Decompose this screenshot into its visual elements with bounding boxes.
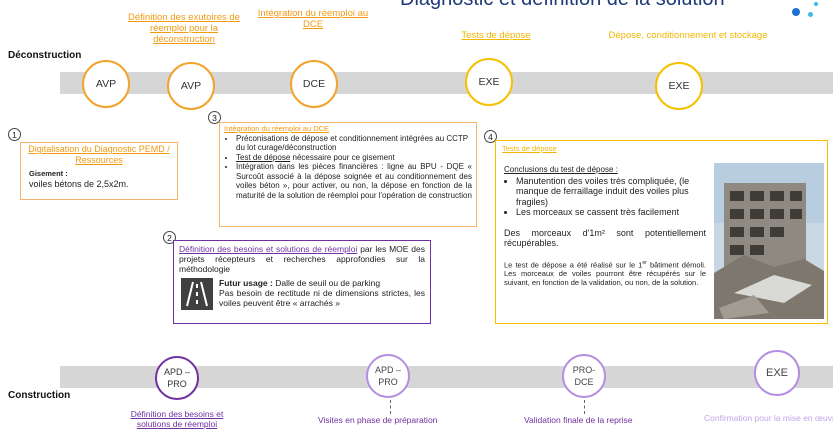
milestone-dce[interactable]: DCE	[290, 60, 338, 108]
callout-4-text: Conclusions du test de dépose : Manutent…	[504, 165, 706, 287]
callout-4-list: Manutention des voiles très compliquée, …	[504, 176, 706, 218]
callout-1-gisement-value: voiles bétons de 2,5x2m.	[29, 179, 129, 189]
milestone-label: DCE	[302, 78, 326, 90]
callout-number-1: 1	[8, 128, 21, 141]
callout-number-3: 3	[208, 111, 221, 124]
milestone-label: APD – PRO	[374, 365, 401, 387]
caption-besoins: Définition des besoins et solutions de r…	[130, 409, 224, 429]
callout-4-recuperable: Des morceaux d'1m² sont potentiellement …	[504, 227, 706, 249]
connector-line	[584, 400, 585, 414]
page-title: Diagnostic et définition de la solution	[400, 0, 725, 11]
milestone-exe-2[interactable]: EXE	[655, 62, 703, 110]
callout-2: Définition des besoins et solutions de r…	[173, 240, 431, 324]
milestone-label: AVP	[95, 78, 117, 90]
milestone-label: EXE	[765, 367, 788, 379]
row-label-deconstruction: Déconstruction	[8, 50, 82, 61]
milestone-label: APD – PRO	[163, 367, 190, 389]
timeline-band-bottom	[60, 366, 833, 388]
milestone-avp-1[interactable]: AVP	[82, 60, 130, 108]
milestone-avp-2[interactable]: AVP	[167, 62, 215, 110]
caption-confirmation: Confirmation pour la mise en œuvre	[704, 413, 833, 423]
callout-3-title: Intégration du réemploi au DCE	[224, 124, 330, 133]
caption-exutoires: Définition des exutoires de réemploi pou…	[128, 12, 240, 45]
connector-line	[390, 400, 391, 414]
callout-2-futur-usage: Futur usage : Dalle de seuil ou de parki…	[219, 278, 381, 288]
caption-integration: Intégration du réemploi au DCE	[257, 8, 369, 30]
caption-validation: Validation finale de la reprise	[524, 415, 633, 425]
callout-4-note: Le test de dépose a été réalisé sur le 1…	[504, 259, 706, 288]
milestone-label: AVP	[180, 80, 202, 92]
callout-1-gisement-label: Gisement :	[29, 169, 68, 178]
milestone-label: EXE	[668, 80, 690, 92]
callout-3-bullet: Test de dépose nécessaire pour ce giseme…	[236, 153, 472, 163]
road-icon	[181, 278, 213, 310]
callout-4-title: Tests de dépose	[502, 144, 557, 153]
decor-dot-1	[792, 8, 800, 16]
callout-1: Digitalisation du Diagnostic PEMD / Ress…	[20, 142, 178, 200]
milestone-apd-pro-2[interactable]: APD – PRO	[366, 354, 410, 398]
decor-dot-2	[808, 12, 813, 17]
caption-tests: Tests de dépose	[461, 30, 531, 41]
callout-3-bullet: Préconisations de dépose et conditionnem…	[236, 134, 472, 153]
callout-2-intro: Définition des besoins et solutions de r…	[179, 244, 426, 274]
milestone-exe-construction[interactable]: EXE	[754, 350, 800, 396]
timeline-band-top	[60, 72, 833, 94]
row-label-construction: Construction	[8, 390, 71, 401]
callout-4-bullet: Les morceaux se cassent très facilement	[516, 207, 706, 218]
callout-2-detail: Pas besoin de rectitude ni de dimensions…	[219, 288, 425, 308]
callout-3-list: Préconisations de dépose et conditionnem…	[224, 134, 472, 201]
milestone-label: EXE	[478, 76, 500, 88]
callout-1-title: Digitalisation du Diagnostic PEMD / Ress…	[28, 144, 170, 165]
callout-number-4: 4	[484, 130, 497, 143]
callout-4-bullet: Manutention des voiles très compliquée, …	[516, 176, 706, 208]
milestone-apd-pro-1[interactable]: APD – PRO	[155, 356, 199, 400]
demolition-photo	[714, 163, 824, 319]
decor-dot-3	[814, 2, 818, 6]
caption-depose: Dépose, conditionnement et stockage	[608, 30, 768, 41]
callout-3-bullet: Intégration dans les pièces financières …	[236, 162, 472, 200]
milestone-exe-1[interactable]: EXE	[465, 58, 513, 106]
callout-3: Intégration du réemploi au DCE Préconisa…	[219, 122, 477, 227]
timeline-arrow-top	[827, 72, 833, 94]
caption-visites: Visites en phase de préparation	[318, 415, 438, 425]
milestone-label: PRO- DCE	[572, 365, 596, 387]
callout-2-usage: Futur usage : Dalle de seuil ou de parki…	[179, 278, 425, 310]
callout-4: Tests de dépose Conclusions du test de d…	[495, 140, 828, 324]
milestone-pro-dce[interactable]: PRO- DCE	[562, 354, 606, 398]
callout-4-conclusions: Conclusions du test de dépose :	[504, 165, 618, 174]
callout-number-2: 2	[163, 231, 176, 244]
